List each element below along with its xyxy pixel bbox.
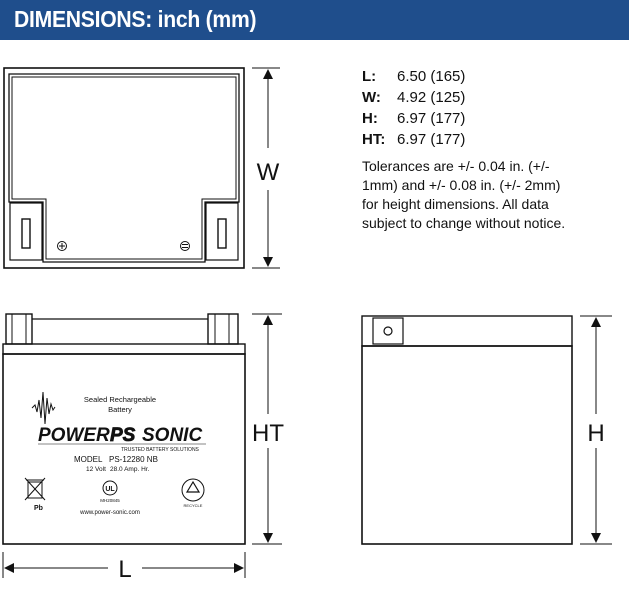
spec-label: HT: [362,131,386,148]
spec-label: L: [362,68,377,85]
spec-value: 6.97 (177) [397,131,466,148]
height-dimension: H [580,315,612,545]
negative-terminal-icon [180,241,190,251]
crossed-bin-icon [24,477,46,501]
side-view [361,315,573,545]
capacity-text: 28.0 Amp. Hr. [110,466,150,473]
length-label: L [118,556,131,583]
section-header: DIMENSIONS: inch (mm) [0,0,629,40]
recycle-icon [181,478,205,502]
ul-number: MH20845 [100,498,120,503]
ul-mark-icon: UL [102,480,118,496]
section-title: DIMENSIONS: inch (mm) [14,6,257,32]
battery-label: Sealed Rechargeable Battery POWER PS SON… [24,391,206,516]
website-text: www.power-sonic.com [79,510,140,516]
voltage-text: 12 Volt [86,466,106,473]
label-subtitle-line2: Battery [108,405,132,414]
sound-wave-icon [31,391,56,425]
spec-row-total-height: HT: 6.97 (177) [362,129,622,150]
total-height-dimension: HT [252,313,284,545]
brand-tagline: TRUSTED BATTERY SOLUTIONS [121,447,199,453]
tolerance-note: Tolerances are +/- 0.04 in. (+/- 1mm) an… [362,158,566,231]
height-label: H [587,420,604,447]
positive-terminal-icon [57,241,67,251]
brand-power: POWER [38,425,110,446]
label-subtitle-line1: Sealed Rechargeable [84,395,156,404]
spec-value: 4.92 (125) [397,89,466,106]
spec-value: 6.50 (165) [397,68,466,85]
model-label: MODEL [74,455,103,464]
model-value: PS-12280 NB [109,455,158,464]
pb-mark: Pb [34,505,43,512]
brand-sonic: SONIC [142,425,202,446]
top-view [3,67,245,269]
width-dimension: W [252,67,280,269]
length-dimension: L [2,552,246,583]
spec-label: W: [362,89,381,106]
front-view [2,313,246,545]
spec-row-width: W: 4.92 (125) [362,87,622,108]
recycle-text: RECYCLE [184,503,203,508]
width-label: W [257,159,280,186]
total-height-label: HT [252,420,284,447]
spec-list: L: 6.50 (165) W: 4.92 (125) H: 6.97 (177… [362,66,622,150]
ul-mark-text: UL [105,486,115,493]
brand-ps-logo: PS [110,425,136,446]
spec-value: 6.97 (177) [397,110,466,127]
spec-row-height: H: 6.97 (177) [362,108,622,129]
spec-row-length: L: 6.50 (165) [362,66,622,87]
spec-label: H: [362,110,378,127]
